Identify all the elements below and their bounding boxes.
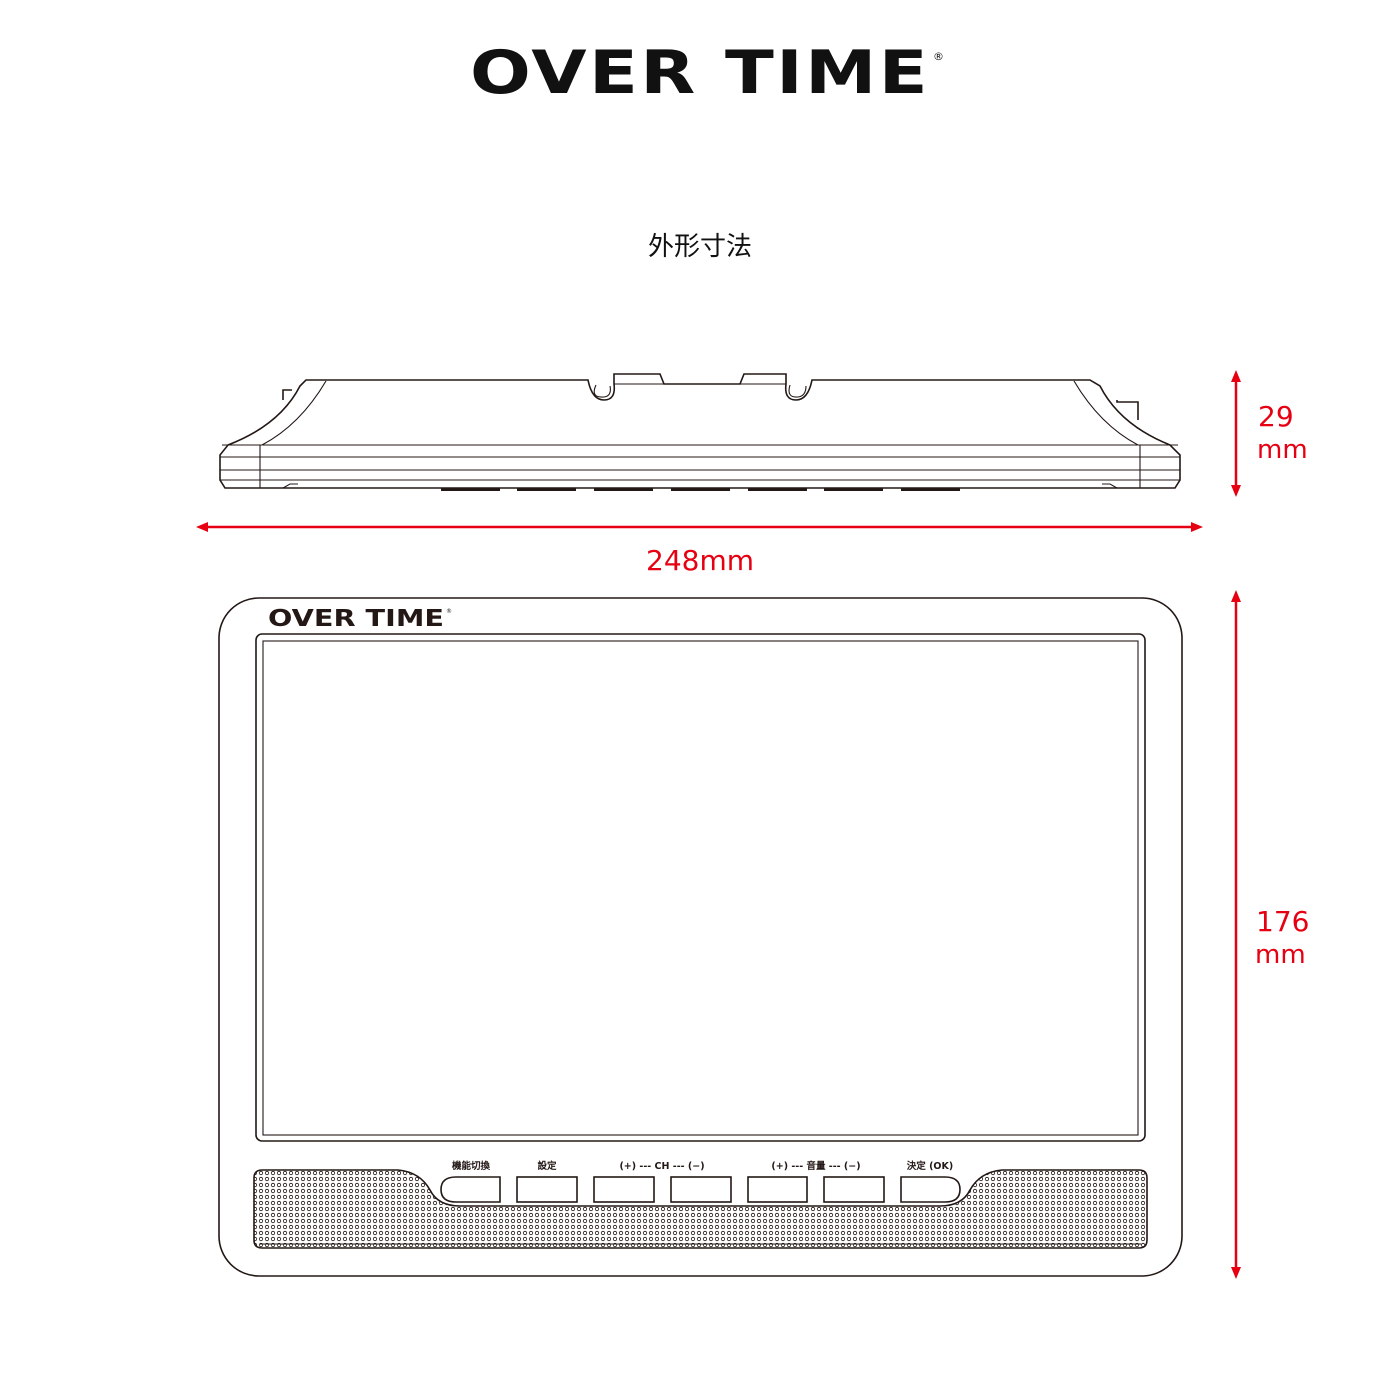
- depth-unit: mm: [1257, 435, 1308, 465]
- button-label: 設定: [537, 1160, 557, 1172]
- speaker-grille: [253, 1169, 1148, 1249]
- volume-down-button[interactable]: [823, 1176, 885, 1203]
- screen-bezel: [255, 633, 1146, 1142]
- svg-text:®: ®: [446, 608, 452, 615]
- volume-up-button[interactable]: [747, 1176, 808, 1203]
- button-label: (+) --- CH --- (−): [619, 1161, 704, 1172]
- height-dimension: 176 mm: [1231, 590, 1309, 1279]
- function-switch-button[interactable]: [440, 1176, 501, 1203]
- button-label: (+) --- 音量 --- (−): [771, 1160, 860, 1172]
- registered-mark: ®: [933, 50, 944, 63]
- control-buttons: 機能切換 設定 (+) --- CH --- (−) (+) --- 音量 --…: [440, 1160, 961, 1203]
- brand-logo: OVER TIME ®: [470, 38, 944, 108]
- button-label: 決定 (OK): [907, 1160, 953, 1172]
- depth-value: 29: [1258, 400, 1294, 433]
- depth-dimension: 29 mm: [1231, 370, 1308, 497]
- settings-button[interactable]: [516, 1176, 578, 1203]
- width-dimension: 248mm: [196, 522, 1203, 577]
- channel-up-button[interactable]: [593, 1176, 655, 1203]
- channel-down-button[interactable]: [670, 1176, 732, 1203]
- height-value: 176: [1256, 905, 1309, 938]
- brand-logo-text: OVER TIME: [470, 38, 930, 108]
- front-view-drawing: OVER TIME ® 機能切換 設定 (+) --- CH --- (−) (…: [218, 597, 1183, 1277]
- side-view-drawing: [219, 373, 1181, 491]
- button-label: 機能切換: [452, 1160, 491, 1172]
- bezel-logo: OVER TIME: [268, 606, 444, 632]
- ok-button[interactable]: [900, 1176, 961, 1203]
- width-value: 248mm: [646, 544, 754, 577]
- page-title: 外形寸法: [648, 232, 752, 262]
- height-unit: mm: [1255, 940, 1306, 970]
- screen: [262, 640, 1139, 1136]
